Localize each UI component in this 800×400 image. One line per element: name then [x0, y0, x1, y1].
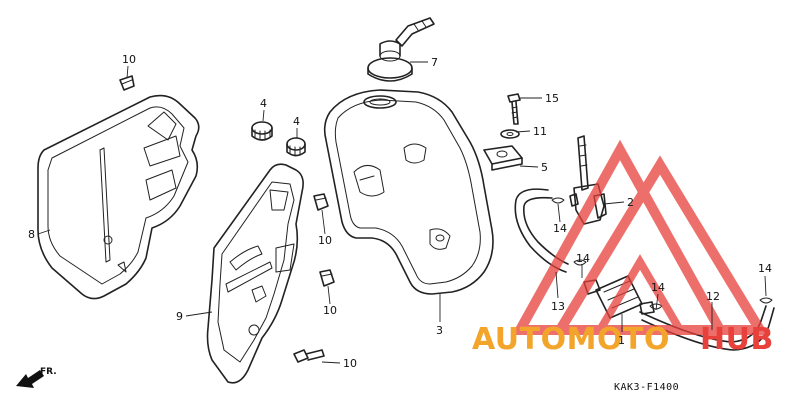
callout-5: 5	[541, 161, 548, 174]
callout-3: 3	[436, 324, 443, 337]
fuel-tank-part	[323, 89, 494, 295]
callout-labels: 10 4 4 7 8 9 10 10 10 3 15 11 5 2 14 14 …	[28, 53, 772, 370]
callout-14: 14	[758, 262, 772, 275]
callout-15: 15	[545, 92, 559, 105]
front-direction-label: FR.	[40, 367, 57, 377]
leader-lines	[37, 61, 767, 364]
callout-10: 10	[122, 53, 136, 66]
callout-12: 12	[706, 290, 720, 303]
callout-10: 10	[323, 304, 337, 317]
front-direction-indicator: FR.	[16, 367, 57, 388]
side-cover-part	[37, 94, 200, 300]
watermark-logo	[511, 139, 769, 335]
bushing-parts	[119, 75, 335, 287]
mounting-hardware-parts	[483, 93, 523, 171]
callout-11: 11	[533, 125, 547, 138]
diagram-code: KAK3-F1400	[614, 382, 679, 393]
front-arrow-icon	[16, 370, 44, 388]
callout-2: 2	[627, 196, 634, 209]
watermark-text-part2: HUB	[700, 322, 774, 357]
callout-14: 14	[576, 252, 590, 265]
callout-1: 1	[618, 334, 625, 347]
callout-14: 14	[553, 222, 567, 235]
callout-14: 14	[651, 281, 665, 294]
callout-13: 13	[551, 300, 565, 313]
bolt-part	[293, 349, 325, 363]
shroud-part	[206, 163, 304, 384]
callout-4: 4	[260, 97, 267, 110]
watermark-text-part1: AUTOMOTO	[472, 322, 670, 357]
grommet-parts	[251, 121, 306, 157]
callout-4: 4	[293, 115, 300, 128]
callout-9: 10	[343, 357, 357, 370]
callout-7: 8	[28, 228, 35, 241]
callout-6: 7	[431, 56, 438, 69]
callout-8: 9	[176, 310, 183, 323]
fuel-cap-part	[367, 17, 435, 82]
watermark-triangle-inner	[593, 254, 687, 334]
fuel-valve-part	[569, 135, 607, 225]
callout-10: 10	[318, 234, 332, 247]
